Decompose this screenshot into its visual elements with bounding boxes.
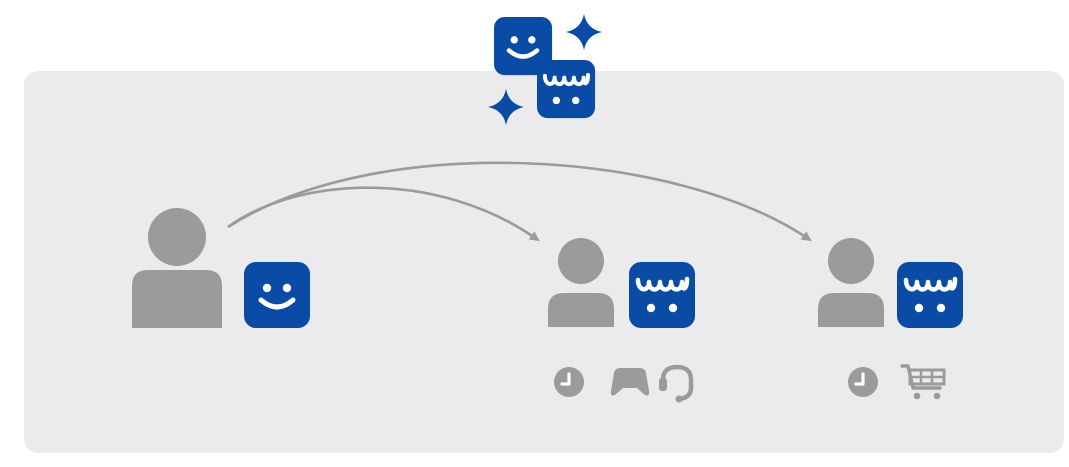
arrow-source-to-target-2 xyxy=(227,161,812,242)
gamepad-icon xyxy=(610,368,650,396)
clock-icon xyxy=(552,365,586,399)
person-icon xyxy=(818,238,884,327)
person-icon xyxy=(132,208,222,328)
sparkle-icon xyxy=(566,14,602,50)
person-icon xyxy=(548,238,614,327)
wave-face-icon xyxy=(629,262,695,328)
node-target-1 xyxy=(548,238,695,403)
smile-face-icon xyxy=(244,262,310,328)
diagram-panel xyxy=(24,71,1064,453)
node-target-2 xyxy=(818,238,963,400)
wave-face-icon xyxy=(897,262,963,328)
sparkle-icon xyxy=(488,89,524,125)
clock-icon xyxy=(846,365,880,399)
node-source xyxy=(132,208,310,328)
arrow-source-to-target-1 xyxy=(227,186,540,242)
shopping-cart-icon xyxy=(900,364,946,400)
wave-face-icon xyxy=(535,58,598,121)
top-badge xyxy=(488,14,602,125)
headset-icon xyxy=(659,364,694,403)
